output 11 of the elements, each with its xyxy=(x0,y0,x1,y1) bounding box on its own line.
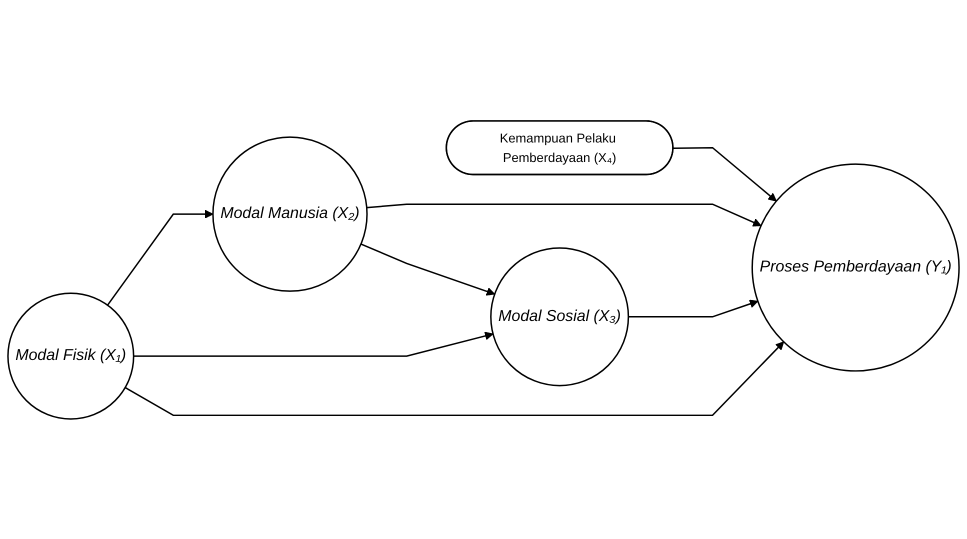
node-circle: Modal Sosial (X₃) xyxy=(490,246,630,386)
arrow xyxy=(366,203,762,226)
arrow xyxy=(106,209,214,306)
arrow xyxy=(134,331,494,356)
arrow xyxy=(628,299,758,318)
arrow xyxy=(673,146,777,202)
node-circle: Proses Pemberdayaan (Y₁) xyxy=(751,162,960,372)
arrow xyxy=(360,242,496,296)
node-circle: Modal Fisik (X₁) xyxy=(7,292,134,420)
arrow xyxy=(124,340,784,416)
node-circle: Modal Manusia (X₂) xyxy=(212,136,368,292)
